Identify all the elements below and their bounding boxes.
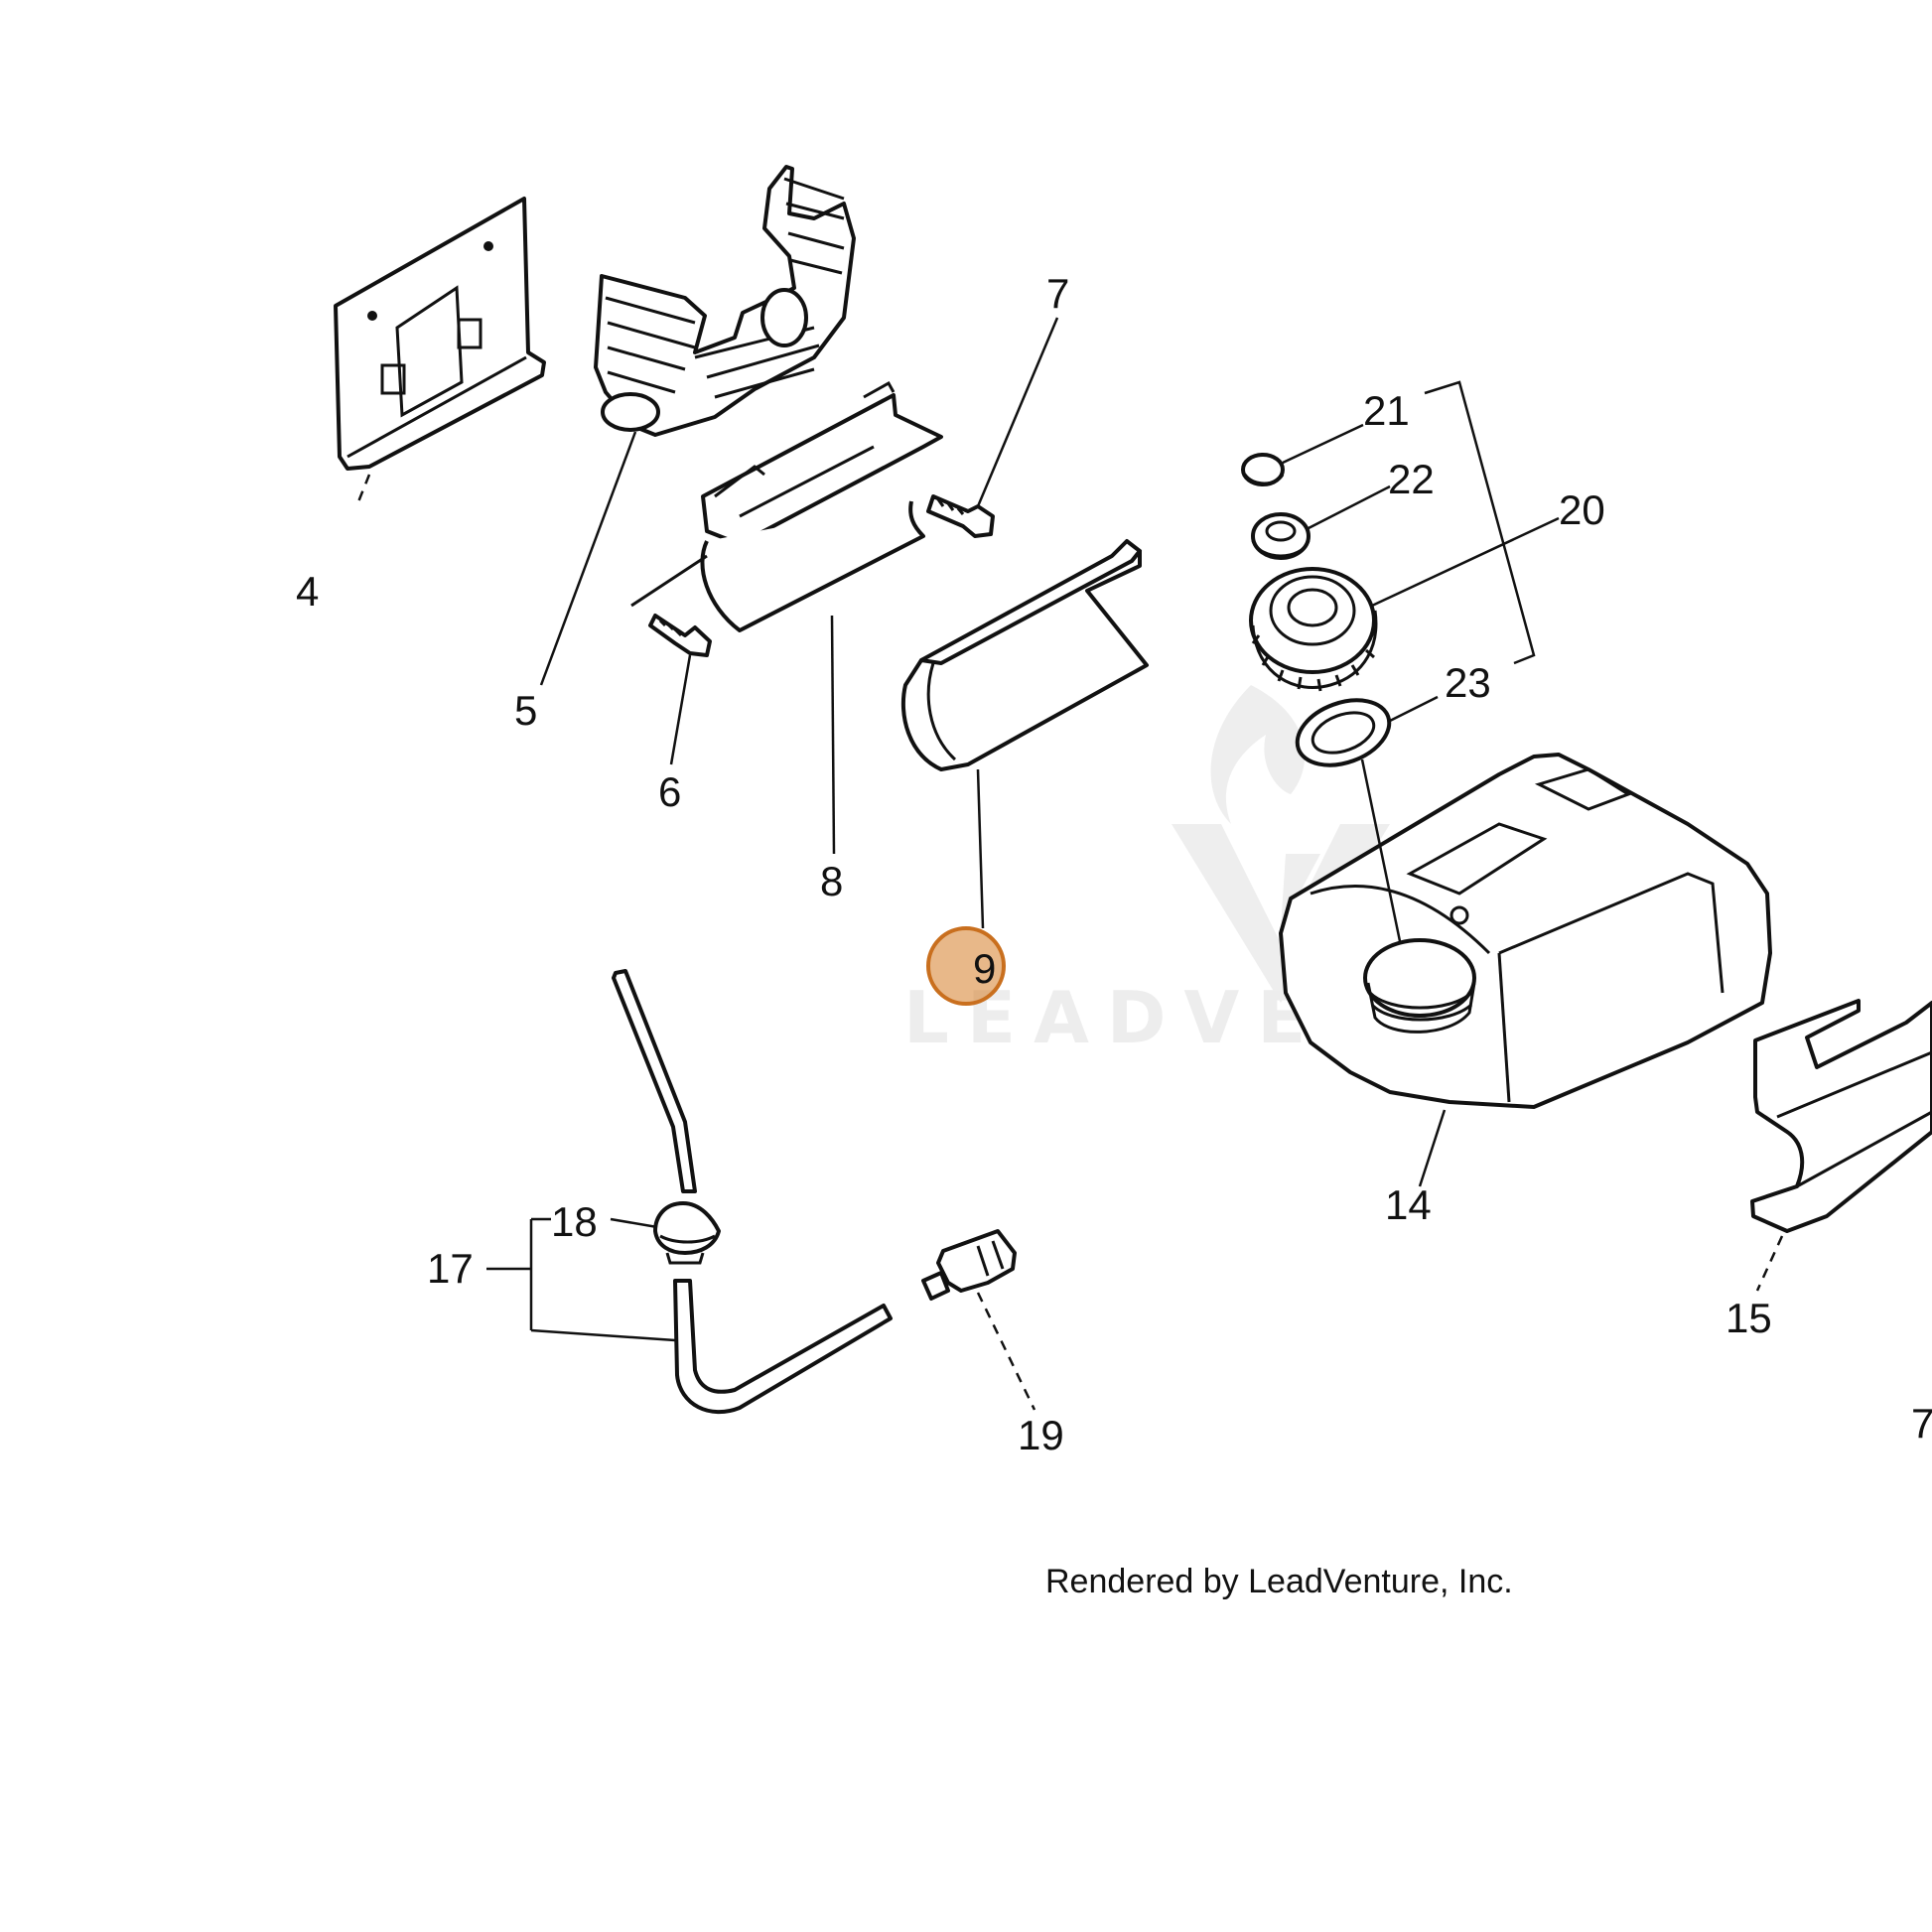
leader-14-cap — [1360, 759, 1402, 942]
callout-6[interactable]: 6 — [658, 768, 681, 815]
callout-9[interactable]: 9 — [973, 945, 996, 992]
rendered-by-credit: Rendered by LeadVenture, Inc. — [1045, 1563, 1513, 1600]
leader-23 — [1389, 695, 1439, 723]
part-23-gasket[interactable] — [1289, 688, 1399, 776]
part-18-fitting[interactable] — [653, 1201, 721, 1265]
callout-20[interactable]: 20 — [1559, 486, 1605, 533]
callout-22[interactable]: 22 — [1388, 456, 1435, 502]
leader-17 — [486, 1217, 676, 1342]
part-8-band[interactable] — [630, 380, 943, 632]
part-19-connector[interactable] — [921, 1229, 1017, 1301]
callout-4[interactable]: 4 — [296, 568, 319, 615]
leader-21 — [1282, 423, 1364, 465]
callout-8[interactable]: 8 — [820, 858, 843, 904]
leader-9 — [976, 768, 985, 929]
callout-18[interactable]: 18 — [551, 1198, 598, 1245]
callout-9-highlight[interactable] — [926, 926, 1006, 1006]
callout-15[interactable]: 15 — [1725, 1295, 1772, 1341]
callout-7[interactable]: 7 — [1046, 270, 1069, 317]
part-9-pad[interactable] — [900, 539, 1149, 771]
part-20-fuel-cap[interactable] — [1249, 567, 1378, 692]
leader-5 — [539, 431, 637, 686]
part-6-screw[interactable] — [648, 614, 712, 657]
part-14-fuel-tank[interactable] — [1279, 753, 1772, 1109]
leader-8 — [830, 615, 836, 855]
leader-kit-bracket — [1424, 380, 1536, 665]
part-7-screw[interactable] — [926, 494, 995, 538]
callout-19[interactable]: 19 — [1018, 1412, 1064, 1458]
callout-5[interactable]: 5 — [514, 687, 537, 734]
part-5-bracket[interactable] — [594, 165, 856, 437]
callout-17[interactable]: 17 — [427, 1245, 474, 1292]
part-22-grommet[interactable] — [1251, 512, 1311, 560]
callout-21[interactable]: 21 — [1363, 387, 1410, 434]
leader-7 — [976, 317, 1059, 507]
leader-20 — [1371, 516, 1560, 608]
part-17-hose[interactable] — [612, 969, 893, 1415]
leader-15 — [1755, 1235, 1784, 1292]
leader-4 — [355, 474, 371, 505]
leader-14 — [1418, 1109, 1447, 1187]
callout-14[interactable]: 14 — [1385, 1181, 1432, 1228]
callout-7-edge[interactable]: 7 — [1911, 1400, 1932, 1447]
leader-19 — [976, 1292, 1036, 1411]
leader-18 — [610, 1217, 658, 1229]
callout-23[interactable]: 23 — [1445, 659, 1491, 706]
part-21-cap[interactable] — [1241, 453, 1285, 486]
part-4-mounting-plate[interactable] — [334, 197, 546, 471]
leader-6 — [669, 654, 692, 765]
part-15-strap[interactable] — [1750, 999, 1932, 1233]
leader-22 — [1308, 484, 1391, 530]
